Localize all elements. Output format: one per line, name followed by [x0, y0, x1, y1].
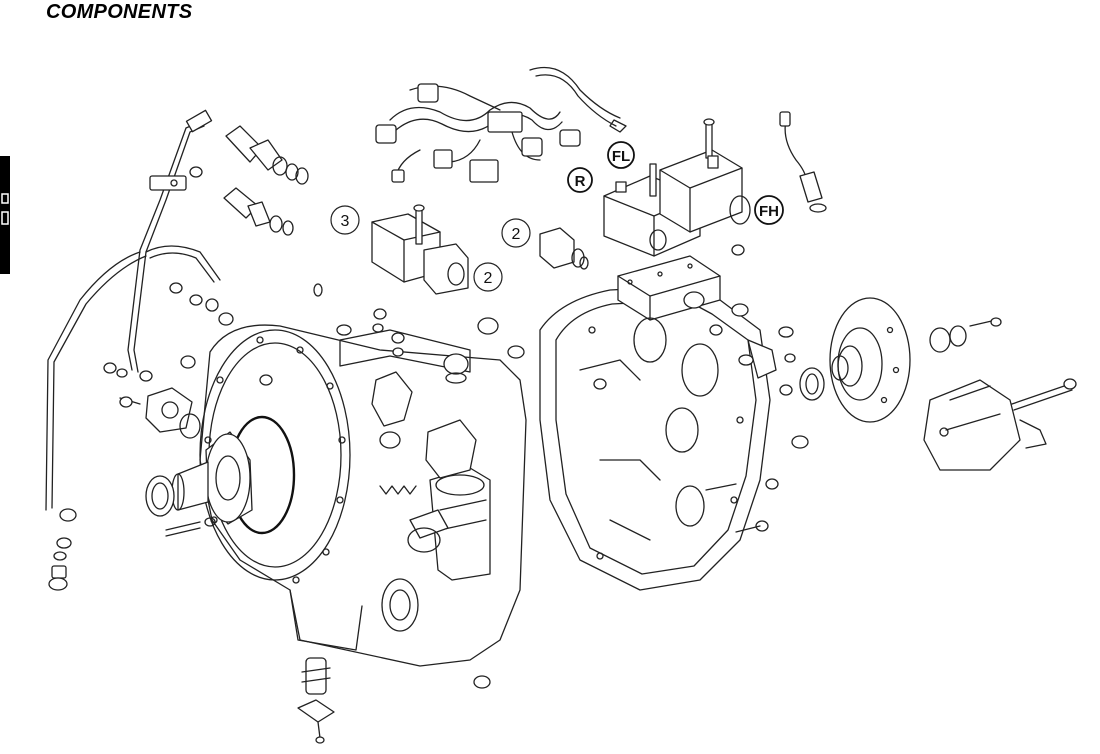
- solenoid-valve-block-FL-R-FH: [603, 118, 751, 257]
- wiring-harness: [375, 66, 627, 183]
- solenoid-valve-3: [371, 204, 469, 295]
- svg-text:FH: FH: [759, 203, 779, 220]
- section-tab-glyph: [1, 193, 9, 225]
- pressure-valve-upper: [225, 125, 309, 185]
- transmission-housing-left: [199, 324, 527, 667]
- callout-2-right: 2: [473, 262, 503, 292]
- callout-3: 3: [330, 205, 360, 235]
- speed-sensor: [779, 111, 827, 213]
- svg-text:2: 2: [484, 270, 493, 287]
- pipe-fittings-left: [48, 166, 234, 591]
- output-flange-left: [145, 431, 253, 537]
- bolts-middle-housing: [593, 303, 809, 533]
- svg-text:FL: FL: [612, 148, 630, 165]
- page-title: COMPONENTS: [46, 1, 193, 23]
- brake-caliper: [923, 378, 1077, 471]
- transmission-housing-middle: [539, 255, 777, 591]
- callout-FH: FH: [754, 195, 784, 225]
- section-tab-marker: [0, 156, 10, 274]
- flange-nut-oring: [929, 317, 1002, 353]
- pressure-valve-lower: [223, 187, 294, 236]
- svg-text:3: 3: [341, 213, 350, 230]
- svg-text:2: 2: [512, 226, 521, 243]
- oil-pipe-left: [45, 109, 221, 511]
- callout-FL: FL: [607, 141, 635, 169]
- pipe-flange-bracket: [119, 387, 201, 439]
- callout-2-center: 2: [501, 218, 531, 248]
- callout-R: R: [567, 167, 593, 193]
- output-flange-right: [799, 297, 911, 423]
- solenoid-valve-2-small: [539, 227, 589, 270]
- svg-text:R: R: [575, 173, 586, 190]
- drain-plug-bottom: [297, 657, 335, 744]
